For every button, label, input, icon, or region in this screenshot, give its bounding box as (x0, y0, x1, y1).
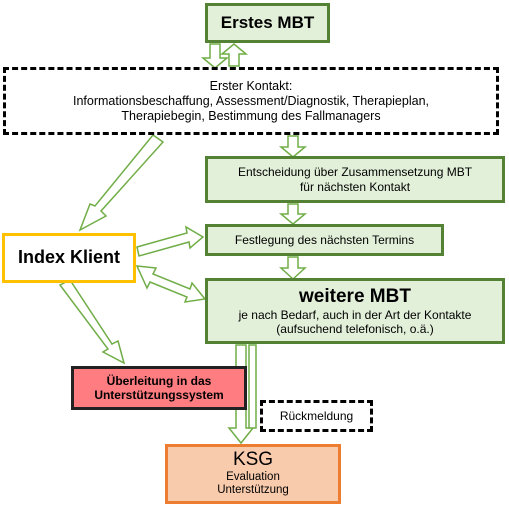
arrow-erstes-to-kontakt (200, 43, 230, 69)
node-erster-kontakt: Erster Kontakt: Informationsbeschaffung,… (3, 67, 499, 135)
node-ueberleitung: Überleitung in das Unterstützungssystem (71, 366, 247, 410)
node-erstes-mbt-title: Erstes MBT (220, 12, 315, 32)
node-weitere-mbt-title: weitere MBT (299, 285, 411, 307)
node-entscheidung: Entscheidung über Zusammensetzung MBT fü… (205, 156, 505, 203)
arrow-kontakt-to-entscheidung (278, 135, 308, 158)
node-ueberleitung-line-2: Unterstützungssystem (94, 388, 224, 402)
node-ksg-line-1: Evaluation (226, 470, 280, 483)
node-index-klient-title: Index Klient (17, 247, 120, 268)
node-ksg: KSG Evaluation Unterstützung (165, 444, 341, 504)
arrow-kontakt-to-erstes (219, 43, 249, 67)
node-weitere-mbt-line-2: (aufsuchend telefonisch, o.ä.) (276, 321, 434, 336)
arrow-festlegung-to-weitere (279, 256, 307, 281)
node-festlegung: Festlegung des nächsten Termins (205, 224, 444, 256)
arrow-kontakt-to-index (78, 133, 165, 232)
node-entscheidung-line-2: für nächsten Kontakt (299, 179, 411, 194)
node-erster-kontakt-line-2: Informationsbeschaffung, Assessment/Diag… (73, 93, 429, 108)
node-erstes-mbt: Erstes MBT (205, 3, 330, 43)
node-festlegung-title: Festlegung des nächsten Termins (234, 232, 415, 247)
node-ueberleitung-line-1: Überleitung in das (106, 373, 212, 388)
node-rueckmeldung-title: Rückmeldung (279, 408, 354, 423)
node-entscheidung-line-1: Entscheidung über Zusammensetzung MBT (237, 165, 473, 180)
node-erster-kontakt-line-1: Erster Kontakt: (209, 78, 293, 93)
arrow-index-to-ueberleitung (58, 279, 126, 365)
arrow-entscheidung-to-festlegung (278, 203, 308, 225)
node-ksg-title: KSG (232, 448, 274, 470)
node-rueckmeldung: Rückmeldung (260, 400, 373, 432)
node-weitere-mbt: weitere MBT je nach Bedarf, auch in der … (205, 278, 505, 344)
arrow-rueck-to-ksg (248, 344, 257, 429)
arrow-index-weitere (135, 265, 207, 303)
arrow-index-to-festlegung (136, 225, 205, 257)
node-weitere-mbt-line-1: je nach Bedarf, auch in der Art der Kont… (238, 307, 472, 322)
node-erster-kontakt-line-3: Therapiebegin, Bestimmung des Fallmanage… (121, 108, 381, 123)
node-ksg-line-2: Unterstützung (217, 484, 289, 497)
node-index-klient: Index Klient (2, 233, 136, 283)
